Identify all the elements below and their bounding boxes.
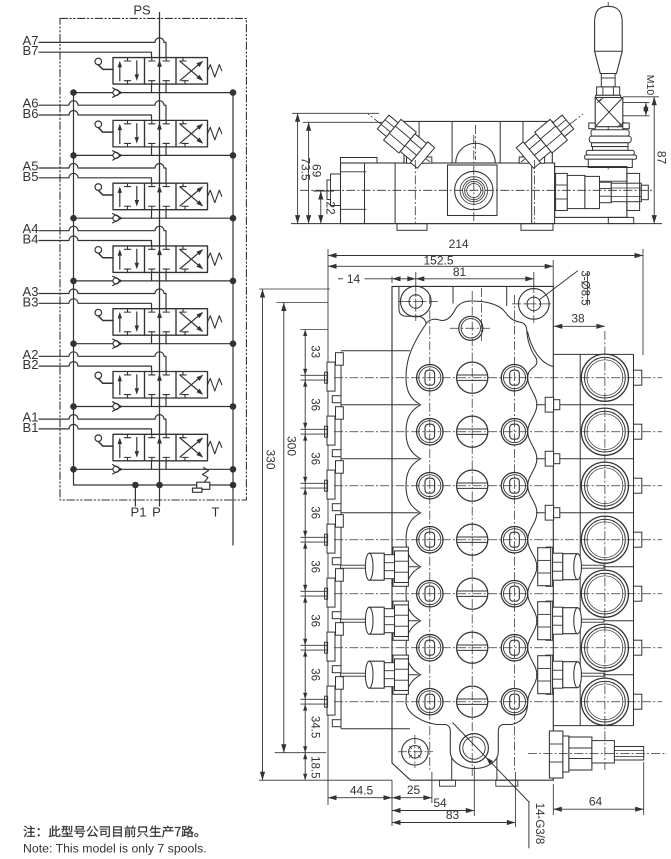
svg-text:B4: B4 — [23, 232, 39, 247]
svg-text:B3: B3 — [23, 294, 39, 309]
svg-text:A2: A2 — [23, 347, 39, 362]
svg-text:87: 87 — [655, 151, 669, 165]
svg-text:81: 81 — [453, 265, 467, 279]
svg-text:25: 25 — [407, 783, 421, 797]
svg-text:B6: B6 — [23, 106, 39, 121]
svg-text:214: 214 — [449, 237, 469, 251]
svg-text:36: 36 — [308, 614, 320, 627]
svg-text:B5: B5 — [23, 169, 39, 184]
svg-text:38: 38 — [571, 311, 585, 325]
svg-text:B1: B1 — [23, 420, 39, 435]
svg-text:36: 36 — [308, 668, 320, 681]
svg-text:A5: A5 — [23, 158, 39, 173]
svg-text:36: 36 — [308, 560, 320, 573]
svg-text:14: 14 — [347, 272, 361, 286]
svg-text:83: 83 — [446, 808, 460, 822]
svg-text:B7: B7 — [23, 43, 39, 58]
svg-text:A4: A4 — [23, 221, 39, 236]
svg-text:A3: A3 — [23, 284, 39, 299]
svg-text:PS: PS — [133, 3, 151, 18]
svg-text:A6: A6 — [23, 96, 39, 111]
svg-text:54: 54 — [433, 796, 447, 810]
svg-text:22: 22 — [324, 201, 338, 215]
svg-text:P1: P1 — [131, 505, 147, 520]
svg-text:M10: M10 — [644, 75, 656, 96]
svg-text:300: 300 — [285, 436, 299, 456]
svg-text:3-Ø8.5: 3-Ø8.5 — [579, 270, 591, 305]
svg-text:36: 36 — [308, 398, 320, 411]
svg-text:B2: B2 — [23, 357, 39, 372]
svg-text:152.5: 152.5 — [423, 254, 453, 268]
svg-text:34.5: 34.5 — [308, 716, 320, 738]
svg-text:64: 64 — [589, 795, 603, 809]
svg-text:A1: A1 — [23, 410, 39, 425]
svg-text:P: P — [152, 505, 161, 520]
svg-text:33: 33 — [308, 345, 320, 358]
svg-text:14-G3/8: 14-G3/8 — [533, 803, 545, 845]
svg-text:18.5: 18.5 — [308, 756, 320, 778]
svg-text:330: 330 — [263, 449, 277, 469]
svg-text:73.5: 73.5 — [299, 157, 313, 181]
svg-text:Note: This model is only 7 spo: Note: This model is only 7 spools. — [23, 842, 207, 856]
svg-text:36: 36 — [308, 506, 320, 519]
svg-text:69: 69 — [310, 164, 324, 178]
svg-text:T: T — [212, 505, 220, 520]
svg-text:36: 36 — [308, 452, 320, 465]
svg-text:44.5: 44.5 — [350, 783, 374, 797]
svg-text:A7: A7 — [23, 33, 39, 48]
